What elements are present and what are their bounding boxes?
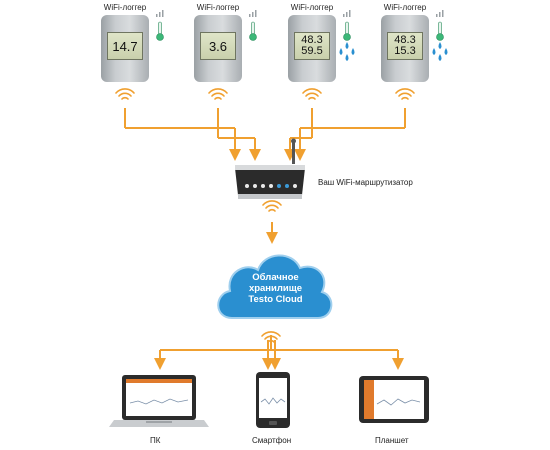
- router-label: Ваш WiFi-маршрутизатор: [318, 178, 413, 187]
- wifi-signal-icon: [395, 88, 415, 100]
- cloud-label-line: Testo Cloud: [248, 294, 303, 305]
- device-label-pc: ПК: [150, 436, 161, 445]
- logger-title: WiFi-логгер: [103, 3, 147, 12]
- humidity-drops-icon: [432, 42, 448, 61]
- tablet-device: [359, 376, 429, 423]
- device-label-tablet: Планшет: [375, 436, 409, 445]
- humidity-drops-icon: [339, 42, 355, 61]
- logger-display: 14.7: [107, 32, 143, 60]
- cloud-label-line: Облачное: [252, 272, 299, 283]
- thermometer-icon: [156, 21, 164, 41]
- thermometer-icon: [343, 21, 351, 41]
- logger-display: 3.6: [200, 32, 236, 60]
- wifi-signal-icon: [262, 200, 282, 212]
- logger-reading: 48.3: [394, 34, 416, 46]
- wifi-router: [235, 138, 305, 199]
- logger-reading-secondary: 15.3: [394, 45, 416, 57]
- thermometer-icon: [436, 21, 444, 41]
- logger-reading: 3.6: [208, 38, 228, 54]
- device-label-smartphone: Смартфон: [252, 436, 292, 445]
- cloud-label-line: хранилище: [248, 283, 303, 294]
- wifi-signal-icon: [302, 88, 322, 100]
- logger-title: WiFi-логгер: [290, 3, 334, 12]
- cloud-label: Облачное хранилище Testo Cloud: [228, 272, 323, 305]
- wifi-signal-icon: [261, 331, 281, 343]
- logger-display: 48.3 15.3: [387, 32, 423, 60]
- logger-title: WiFi-логгер: [383, 3, 427, 12]
- laptop-device: [109, 375, 209, 427]
- logger-reading-secondary: 59.5: [301, 45, 323, 57]
- logger-reading: 48.3: [301, 34, 323, 46]
- cloud-storage: [217, 254, 333, 319]
- smartphone-device: [256, 372, 290, 428]
- wifi-signal-icon: [208, 88, 228, 100]
- thermometer-icon: [249, 21, 257, 41]
- logger-title: WiFi-логгер: [196, 3, 240, 12]
- logger-reading: 14.7: [112, 38, 138, 54]
- wifi-signal-icon: [115, 88, 135, 100]
- logger-display: 48.3 59.5: [294, 32, 330, 60]
